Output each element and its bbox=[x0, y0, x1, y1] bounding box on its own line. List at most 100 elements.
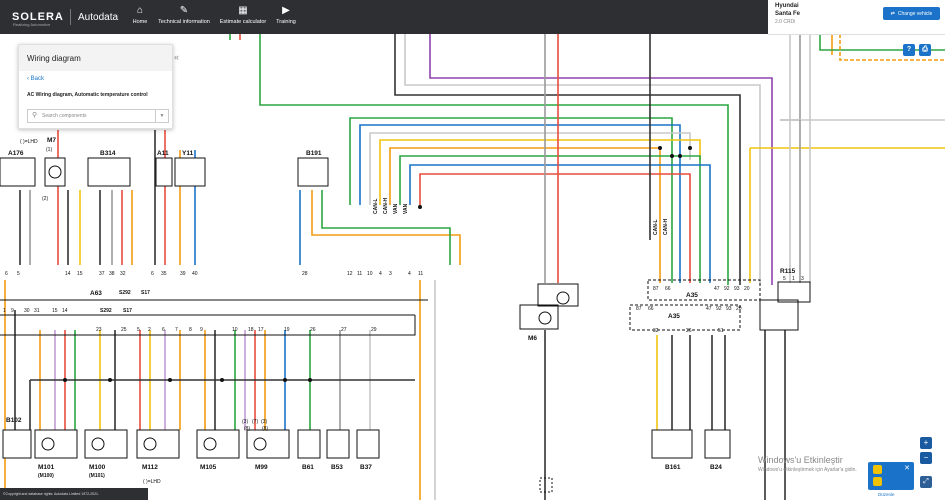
chevron-down-icon[interactable]: ▼ bbox=[155, 110, 168, 122]
svg-text:26: 26 bbox=[310, 327, 316, 333]
label-b314: B314 bbox=[100, 150, 116, 157]
windows-activation-title: Windows'u Etkinleştir bbox=[758, 455, 843, 465]
label-m101: M101 bbox=[38, 464, 55, 471]
svg-text:47: 47 bbox=[714, 286, 720, 292]
svg-text:66: 66 bbox=[648, 306, 654, 312]
back-label: Back bbox=[30, 76, 45, 82]
feedback-widget[interactable]: ✕ bbox=[868, 462, 914, 490]
svg-text:19: 19 bbox=[284, 327, 290, 333]
windows-activation-subtitle: Windows'u etkinleştirmek için Ayarlar'a … bbox=[758, 467, 857, 473]
windows-activation-watermark: Windows'u Etkinleştir Windows'u etkinleş… bbox=[758, 455, 857, 473]
svg-text:9: 9 bbox=[11, 308, 14, 314]
van-label-2: VAN bbox=[403, 203, 409, 214]
label-m99: M99 bbox=[255, 464, 268, 471]
zoom-out-button[interactable]: − bbox=[920, 452, 932, 464]
connector-bars bbox=[0, 279, 811, 493]
label-b37: B37 bbox=[360, 464, 372, 471]
label-lhd-bottom: ( )=LHD bbox=[143, 479, 161, 485]
solera-logo[interactable]: SOLERA bbox=[12, 11, 64, 23]
play-icon: ▶ bbox=[282, 5, 290, 16]
label-r115: R115 bbox=[780, 268, 796, 275]
can-labels: CAN-L CAN-H VAN VAN CAN-L CAN-H bbox=[373, 198, 669, 235]
svg-text:11: 11 bbox=[357, 271, 362, 277]
label-m100-alt: (M100) bbox=[38, 473, 54, 479]
svg-text:5: 5 bbox=[137, 327, 140, 333]
svg-text:87: 87 bbox=[653, 286, 659, 292]
can-l-label-2: CAN-L bbox=[653, 219, 659, 235]
svg-text:6: 6 bbox=[151, 271, 154, 277]
svg-text:2: 2 bbox=[148, 327, 151, 333]
nav-training[interactable]: ▶ Training bbox=[274, 5, 298, 26]
fit-button[interactable]: ⤢ bbox=[920, 476, 932, 488]
close-icon[interactable]: ✕ bbox=[904, 465, 910, 472]
svg-text:5: 5 bbox=[783, 276, 786, 282]
svg-text:(7): (7) bbox=[252, 419, 258, 425]
svg-text:26: 26 bbox=[686, 328, 692, 334]
collapse-panel-icon[interactable]: « bbox=[174, 52, 180, 62]
wiring-diagram[interactable]: A176 M7 B314 A11 Y11 B191 A63 S292 S17 S… bbox=[0, 34, 945, 500]
label-m7: M7 bbox=[47, 137, 56, 144]
calculator-icon: ▦ bbox=[238, 5, 248, 16]
svg-text:10: 10 bbox=[232, 327, 238, 333]
svg-text:(3): (3) bbox=[261, 419, 267, 425]
label-m105: M105 bbox=[200, 464, 217, 471]
nav-estimate-label: Estimate calculator bbox=[219, 19, 267, 25]
svg-text:(8): (8) bbox=[244, 426, 250, 432]
nav-estimate-calculator[interactable]: ▦ Estimate calculator bbox=[218, 5, 268, 26]
van-label-1: VAN bbox=[393, 203, 399, 214]
svg-text:(8): (8) bbox=[262, 426, 268, 432]
svg-text:3: 3 bbox=[389, 271, 392, 277]
feedback-icon bbox=[873, 465, 882, 474]
label-m6: M6 bbox=[528, 335, 537, 342]
change-vehicle-button[interactable]: ⇄ Change vehicle bbox=[883, 7, 940, 20]
label-a176: A176 bbox=[8, 150, 24, 157]
vehicle-engine: 2.0 CRDi bbox=[775, 19, 796, 25]
bottom-components bbox=[2, 291, 731, 459]
autodata-logo[interactable]: Autodata bbox=[78, 12, 119, 23]
svg-text:15: 15 bbox=[77, 271, 83, 277]
brand-tagline: Realizing Automotive bbox=[13, 22, 51, 27]
feedback-icon-2 bbox=[873, 477, 882, 486]
nav-home[interactable]: ⌂ Home bbox=[130, 6, 150, 26]
svg-text:37: 37 bbox=[99, 271, 105, 277]
zoom-in-button[interactable]: + bbox=[920, 437, 932, 449]
fit-icon: ⤢ bbox=[923, 478, 929, 485]
help-button[interactable]: ? bbox=[903, 44, 915, 56]
label-b24: B24 bbox=[710, 464, 722, 471]
svg-text:(1): (1) bbox=[46, 147, 52, 153]
nav-technical-information[interactable]: ✎ Technical information bbox=[155, 6, 213, 26]
vehicle-make: Hyundai bbox=[775, 3, 799, 9]
svg-text:14: 14 bbox=[62, 308, 68, 314]
svg-text:15: 15 bbox=[52, 308, 58, 314]
svg-text:32: 32 bbox=[120, 271, 126, 277]
print-button[interactable]: ⎙ bbox=[919, 44, 931, 56]
label-s17b: S17 bbox=[123, 308, 132, 314]
label-b161: B161 bbox=[665, 464, 681, 471]
component-search[interactable]: ⚲ Search components ▼ bbox=[27, 109, 169, 123]
svg-text:17: 17 bbox=[258, 327, 264, 333]
can-h-label-2: CAN-H bbox=[663, 219, 669, 235]
wiring-lines bbox=[4, 34, 945, 500]
label-s17: S17 bbox=[141, 290, 150, 296]
svg-text:5: 5 bbox=[17, 271, 20, 277]
svg-text:92: 92 bbox=[724, 286, 730, 292]
bracket-notes: (1) (2) (3) (7) (3) (8) (8) bbox=[42, 147, 268, 432]
wiring-diagram-panel: Wiring diagram ‹ Back AC Wiring diagram,… bbox=[18, 44, 173, 129]
svg-text:(2): (2) bbox=[42, 196, 48, 202]
back-link[interactable]: ‹ Back bbox=[27, 76, 44, 82]
svg-text:39: 39 bbox=[180, 271, 186, 277]
svg-text:30: 30 bbox=[24, 308, 30, 314]
label-a35b: A35 bbox=[668, 313, 680, 320]
svg-text:(3): (3) bbox=[242, 419, 248, 425]
svg-text:27: 27 bbox=[341, 327, 347, 333]
svg-text:1: 1 bbox=[3, 308, 6, 314]
a35-pins: 87 66 47 92 93 20 87 66 47 92 93 20 32 2… bbox=[636, 276, 804, 334]
svg-text:1: 1 bbox=[792, 276, 795, 282]
nav-technical-label: Technical information bbox=[158, 19, 210, 25]
label-b191: B191 bbox=[306, 150, 322, 157]
vehicle-model: Santa Fe bbox=[775, 11, 801, 17]
feedback-label[interactable]: Düzenle bbox=[878, 492, 895, 497]
label-a63: A63 bbox=[90, 290, 102, 297]
swap-icon: ⇄ bbox=[890, 10, 895, 17]
label-y11: Y11 bbox=[182, 150, 194, 157]
